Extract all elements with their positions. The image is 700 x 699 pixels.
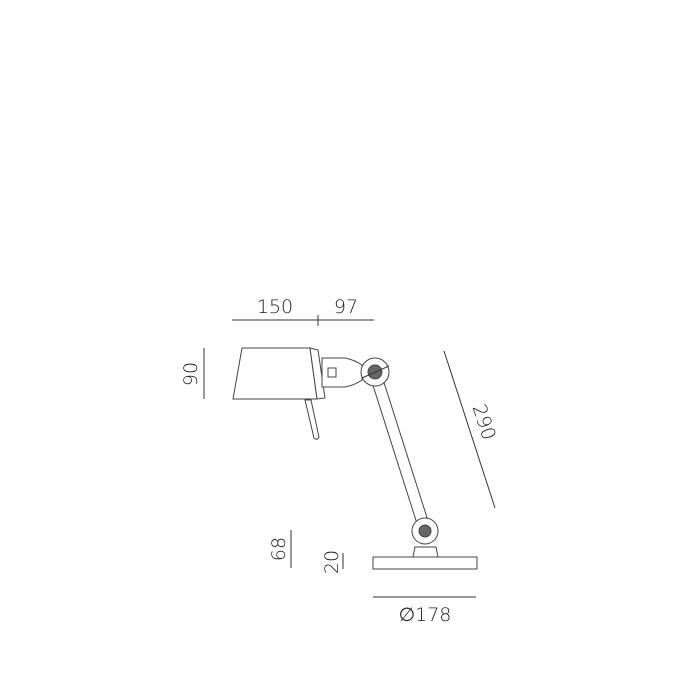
- label-90: 90: [180, 362, 202, 386]
- upper-joint-axis: [361, 365, 390, 379]
- head-connector: [321, 357, 363, 388]
- label-97: 97: [334, 296, 358, 318]
- arm-length-line: [443, 350, 496, 509]
- lamp-shade: [232, 347, 318, 400]
- lower-joint-knob: [418, 524, 432, 538]
- label-68: 68: [268, 537, 290, 561]
- label-20: 20: [321, 550, 343, 574]
- label-178: ∅178: [399, 604, 452, 626]
- label-150: 150: [257, 296, 293, 318]
- base-neck: [412, 546, 439, 558]
- label-290: 290: [468, 402, 500, 443]
- lamp-base: [372, 556, 478, 570]
- connector-switch: [327, 367, 337, 378]
- lamp-arm: [369, 369, 431, 534]
- shade-cap: [309, 347, 326, 400]
- shade-handle: [304, 399, 320, 440]
